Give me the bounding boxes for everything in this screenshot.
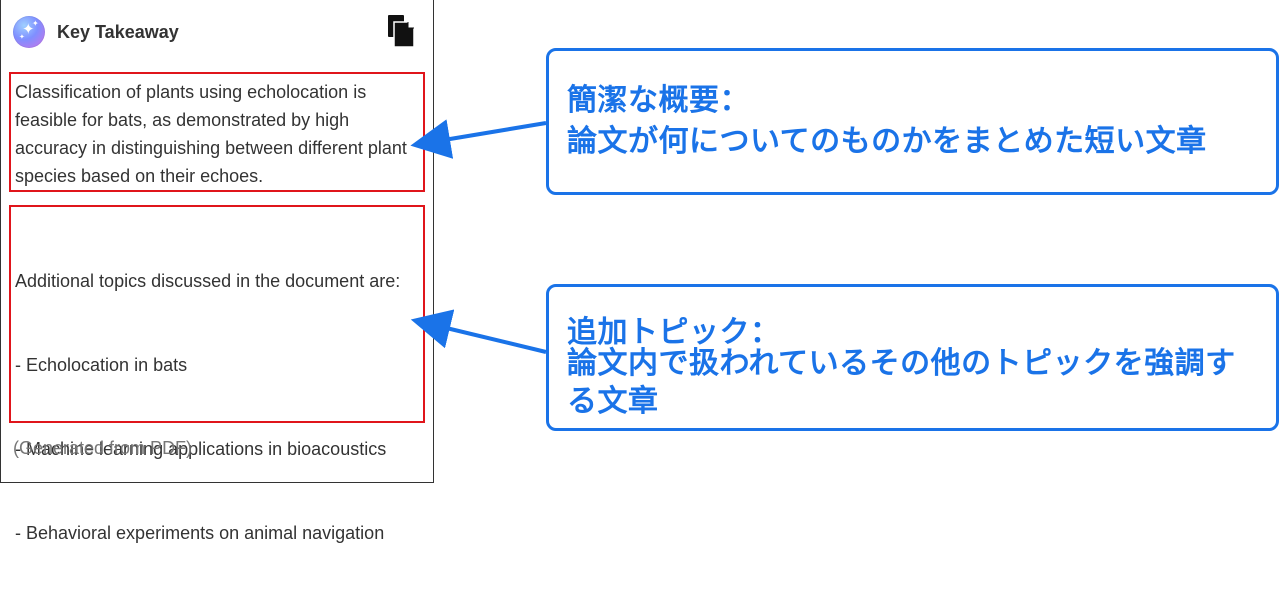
generated-note: (Generated from PDF) [13, 438, 193, 458]
topics-callout-title: 追加トピック： [567, 315, 781, 350]
summary-text: Classification of plants using echolocat… [15, 82, 412, 186]
panel-title: Key Takeaway [57, 22, 179, 42]
summary-callout: 簡潔な概要： 論文が何についてのものかをまとめた短い文章 [546, 48, 1279, 195]
sparkle-icon: ✦✦✦ [13, 16, 45, 48]
key-takeaway-panel: ✦✦✦ Key Takeaway Classification of plant… [0, 0, 434, 543]
topic-item: - Echolocation in bats [15, 355, 188, 375]
topic-item: - Behavioral experiments on animal navig… [15, 523, 385, 543]
summary-callout-title: 簡潔な概要： [567, 83, 750, 118]
summary-callout-body: 論文が何についてのものかをまとめた短い文章 [567, 124, 1207, 159]
topics-callout: 追加トピック： 論文内で扱われているその他のトピックを強調する文章 [546, 284, 1279, 431]
topics-text: Additional topics discussed in the docum… [15, 211, 417, 603]
topics-callout-body: 論文内で扱われているその他のトピックを強調する文章 [567, 346, 1236, 419]
topics-arrow [410, 309, 547, 354]
panel-header: ✦✦✦ Key Takeaway [13, 14, 423, 50]
summary-arrow [410, 119, 547, 159]
topics-intro: Additional topics discussed in the docum… [15, 271, 401, 291]
summary-highlight-box: Classification of plants using echolocat… [9, 72, 425, 192]
topic-item: - Machine learning applications in bioac… [15, 439, 387, 459]
copy-icon[interactable] [387, 14, 415, 48]
topics-highlight-box: Additional topics discussed in the docum… [9, 205, 425, 543]
